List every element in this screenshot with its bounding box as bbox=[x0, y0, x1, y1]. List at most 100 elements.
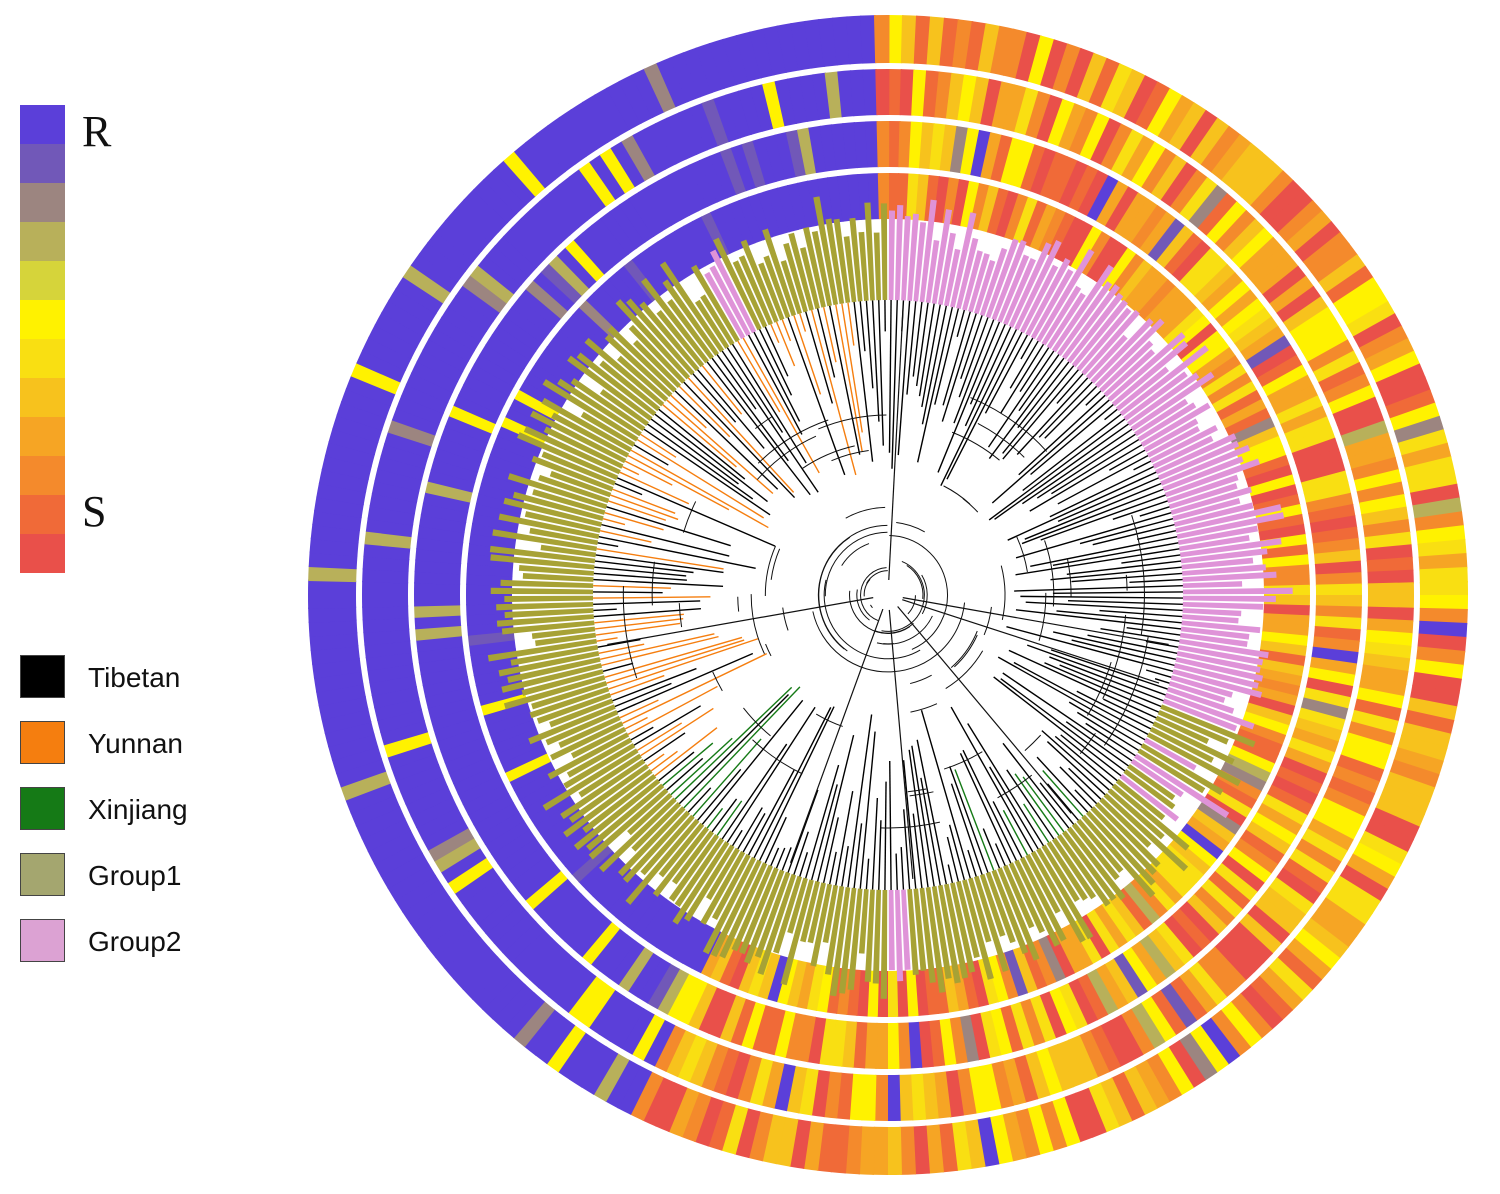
heatmap-cell bbox=[1236, 435, 1283, 463]
heatmap-cell bbox=[523, 784, 569, 818]
group-bar bbox=[962, 879, 994, 980]
group-bar bbox=[800, 880, 820, 943]
heatmap-cell bbox=[461, 876, 507, 915]
heatmap-cell bbox=[921, 1072, 939, 1120]
tree-branch bbox=[911, 745, 935, 887]
tree-branch bbox=[918, 303, 935, 397]
group-bar bbox=[974, 875, 1009, 973]
heatmap-cell bbox=[469, 885, 514, 925]
heatmap-cell bbox=[1078, 1030, 1110, 1078]
tree-branch bbox=[835, 790, 854, 886]
tree-branch bbox=[666, 399, 774, 495]
heatmap-cell bbox=[1247, 246, 1291, 287]
heatmap-cell bbox=[1294, 717, 1343, 743]
heatmap-cell bbox=[1011, 946, 1038, 994]
heatmap-cell bbox=[876, 120, 890, 168]
heatmap-cell bbox=[1240, 325, 1286, 362]
heatmap-cell bbox=[1268, 877, 1314, 916]
heatmap-cell bbox=[1112, 953, 1148, 999]
heatmap-cell bbox=[318, 695, 369, 721]
heatmap-cell bbox=[1090, 117, 1123, 166]
tree-branch bbox=[692, 738, 762, 817]
heatmap-cell bbox=[788, 1119, 812, 1169]
scale-cell bbox=[20, 144, 65, 183]
heatmap-cell bbox=[466, 593, 513, 606]
heatmap-cell bbox=[1293, 928, 1341, 971]
group-bar bbox=[1051, 837, 1097, 900]
tree-branch bbox=[593, 585, 671, 589]
heatmap-cell bbox=[1295, 317, 1343, 353]
tree-branch bbox=[921, 304, 941, 408]
group-bar bbox=[1164, 458, 1261, 498]
group-bar bbox=[913, 888, 927, 972]
heatmap-cell bbox=[1220, 398, 1267, 430]
scale-cell bbox=[20, 105, 65, 144]
heatmap-cell bbox=[763, 134, 787, 183]
group-bar bbox=[1160, 704, 1256, 748]
heatmap-cell bbox=[1156, 225, 1195, 269]
heatmap-cell bbox=[1029, 204, 1058, 251]
group-bar bbox=[997, 867, 1040, 961]
legend-label-group2: Group2 bbox=[88, 926, 182, 957]
tree-branch bbox=[888, 609, 914, 879]
heatmap-cell bbox=[1201, 272, 1244, 313]
heatmap-cell bbox=[1077, 170, 1110, 217]
heatmap-cell bbox=[1115, 888, 1153, 931]
group-bar bbox=[763, 255, 791, 319]
heatmap-cell bbox=[695, 42, 725, 94]
heatmap-cell bbox=[700, 211, 731, 258]
heatmap-cell bbox=[709, 935, 738, 982]
group-bar bbox=[1090, 806, 1157, 876]
heatmap-cell bbox=[751, 1004, 776, 1053]
heatmap-cell bbox=[512, 1000, 555, 1048]
group-bars bbox=[487, 196, 1293, 999]
heatmap-cell bbox=[1089, 1025, 1122, 1073]
tree-branch bbox=[888, 300, 892, 453]
heatmap-cell bbox=[1037, 935, 1066, 983]
group-bar bbox=[1146, 425, 1200, 458]
heatmap-cell bbox=[774, 78, 798, 127]
tree-branch bbox=[1002, 369, 1079, 460]
heatmap-cell bbox=[1275, 765, 1323, 796]
group-bar bbox=[1123, 769, 1176, 810]
heatmap-cell bbox=[636, 957, 672, 1004]
group-bar bbox=[711, 853, 751, 920]
heatmap-cell bbox=[1250, 170, 1295, 216]
heatmap-cell bbox=[364, 640, 412, 659]
heatmap-cell bbox=[784, 1012, 806, 1061]
group-bar bbox=[640, 814, 695, 876]
group-bar bbox=[604, 334, 673, 398]
group-bar bbox=[907, 889, 919, 975]
heatmap-cell bbox=[473, 353, 520, 387]
heatmap-cell bbox=[376, 708, 425, 734]
tree-branch bbox=[758, 706, 835, 861]
group-bar bbox=[1180, 626, 1250, 640]
heatmap-cell bbox=[1178, 1032, 1218, 1081]
heatmap-cell bbox=[1367, 595, 1414, 610]
heatmap-cell bbox=[547, 893, 590, 935]
heatmap-cell bbox=[1318, 361, 1366, 394]
tree-branch bbox=[969, 323, 1006, 405]
heatmap-cell bbox=[708, 990, 737, 1039]
heatmap-cell bbox=[486, 453, 534, 479]
tree-branch bbox=[726, 347, 784, 433]
heatmap-cell bbox=[653, 1024, 686, 1073]
heatmap-cell bbox=[1211, 777, 1257, 810]
heatmap-cell bbox=[1001, 1058, 1027, 1107]
tree-branch bbox=[1022, 776, 1065, 833]
heatmap-cell bbox=[1332, 765, 1380, 795]
tree-branch bbox=[622, 653, 768, 725]
heatmap-cell bbox=[1410, 483, 1460, 507]
heatmap-cell bbox=[308, 606, 357, 624]
tree-branch bbox=[1074, 789, 1093, 809]
tree-branch bbox=[706, 361, 811, 496]
heatmap-cell bbox=[795, 1014, 816, 1063]
heatmap-cell bbox=[1258, 966, 1304, 1012]
legend-item-yunnan: Yunnan bbox=[20, 721, 260, 767]
tree-branch bbox=[891, 300, 898, 469]
heatmap-cell bbox=[463, 373, 510, 406]
tree-branch bbox=[1030, 404, 1114, 476]
group-bar bbox=[700, 850, 746, 925]
heatmap-cell bbox=[1058, 103, 1088, 151]
heatmap-cell bbox=[321, 454, 372, 481]
